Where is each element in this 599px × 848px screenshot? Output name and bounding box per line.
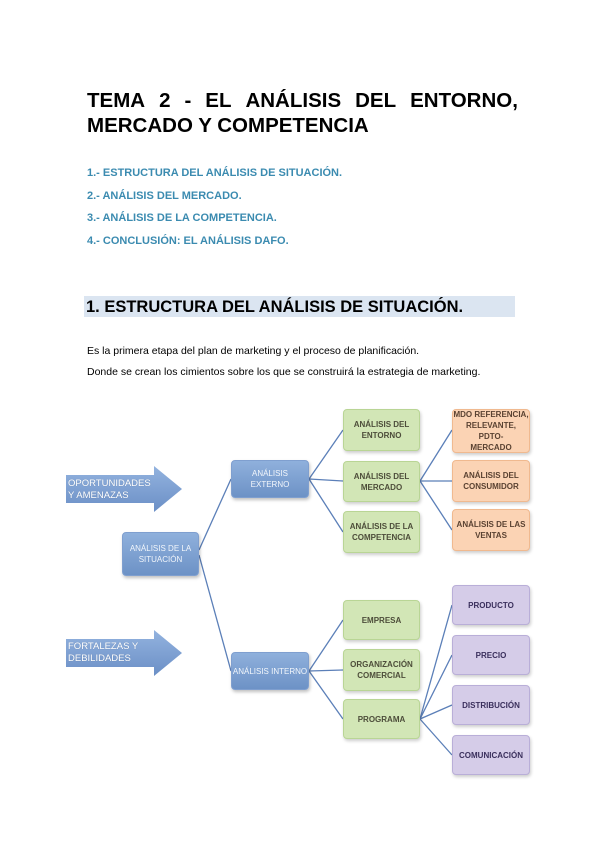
table-of-contents: 1.- ESTRUCTURA DEL ANÁLISIS DE SITUACIÓN… [87, 166, 342, 257]
toc-item[interactable]: 2.- ANÁLISIS DEL MERCADO. [87, 189, 242, 202]
arrow-label-strengths: FORTALEZAS Y DEBILIDADES [68, 641, 138, 665]
node-label: SITUACIÓN [138, 555, 183, 564]
connector-line [308, 429, 344, 480]
node-analisis-consumidor: ANÁLISIS DEL CONSUMIDOR [452, 460, 530, 502]
node-empresa: EMPRESA [343, 600, 420, 640]
arrow-label-opportunities: OPORTUNIDADES Y AMENAZAS [68, 478, 151, 502]
node-label: DISTRIBUCIÓN [462, 700, 520, 710]
connector-line [308, 669, 344, 672]
connector-line [419, 718, 453, 756]
node-label: COMERCIAL [357, 671, 406, 680]
connector-line [419, 429, 453, 482]
connector-line [308, 670, 344, 720]
node-organizacion-comercial: ORGANIZACIÓN COMERCIAL [343, 649, 420, 691]
title-word: - [184, 89, 192, 112]
node-label: ANÁLISIS DEL [463, 471, 519, 480]
toc-item[interactable]: 3.- ANÁLISIS DE LA COMPETENCIA. [87, 212, 277, 225]
node-label: ANÁLISIS INTERNO [232, 666, 308, 676]
node-label: RELEVANTE, PDTO- [465, 421, 517, 441]
connector-line [308, 619, 344, 672]
title-word: TEMA [87, 89, 146, 112]
node-label: ORGANIZACIÓN [350, 660, 413, 669]
paragraph: Es la primera etapa del plan de marketin… [87, 345, 420, 357]
connector-line [198, 554, 232, 672]
connector-line [198, 478, 232, 551]
arrow-right-icon [66, 466, 182, 512]
connector-line [419, 604, 453, 720]
node-label: PRODUCTO [468, 600, 514, 610]
section-heading: 1. ESTRUCTURA DEL ANÁLISIS DE SITUACIÓN. [84, 296, 515, 317]
connector-line [419, 480, 453, 531]
node-distribucion: DISTRIBUCIÓN [452, 685, 530, 725]
node-label: MERCADO [360, 482, 403, 492]
paragraph: Donde se crean los cimientos sobre los q… [87, 366, 481, 378]
node-analisis-mercado: ANÁLISIS DEL MERCADO [343, 461, 420, 502]
node-label: ANÁLISIS DE LAS [456, 520, 526, 529]
node-label: ANÁLISIS DE LA [129, 544, 192, 553]
node-analisis-interno: ANÁLISIS INTERNO [231, 652, 309, 690]
title-line-2: MERCADO Y COMPETENCIA [87, 114, 369, 137]
node-label: ANÁLISIS DEL [353, 471, 410, 481]
title-word: 2 [159, 89, 171, 112]
title-word: DEL [355, 89, 397, 112]
node-mdo-referencia: MDO REFERENCIA, RELEVANTE, PDTO- MERCADO [452, 409, 530, 453]
node-programa: PROGRAMA [343, 699, 420, 739]
arrow-label-line: DEBILIDADES [68, 653, 131, 664]
node-label: EMPRESA [361, 615, 402, 625]
node-label: ANÁLISIS DEL [353, 420, 410, 429]
node-label: MERCADO [470, 443, 512, 452]
connector-line [308, 478, 344, 482]
node-label: VENTAS [475, 531, 507, 540]
node-label: MDO REFERENCIA, [453, 410, 529, 419]
arrow-label-line: FORTALEZAS Y [68, 641, 139, 652]
arrow-label-line: Y AMENAZAS [68, 490, 129, 501]
node-analisis-ventas: ANÁLISIS DE LAS VENTAS [452, 509, 530, 551]
node-precio: PRECIO [452, 635, 530, 675]
connector-line [308, 478, 344, 533]
node-label: COMUNICACIÓN [459, 750, 523, 760]
node-label: PRECIO [475, 650, 507, 660]
node-label: PROGRAMA [357, 714, 406, 724]
node-label: ANÁLISIS DE LA [349, 522, 414, 531]
title-word: ENTORNO, [410, 89, 518, 112]
toc-item[interactable]: 1.- ESTRUCTURA DEL ANÁLISIS DE SITUACIÓN… [87, 167, 343, 179]
arrow-label-line: OPORTUNIDADES [68, 478, 151, 489]
node-analisis-externo: ANÁLISIS EXTERNO [231, 460, 309, 498]
connector-line [419, 654, 453, 720]
page-title: TEMA 2 - EL ANÁLISIS DEL ENTORNO, MERCAD… [87, 88, 518, 138]
node-label: ANÁLISIS EXTERNO [250, 469, 290, 489]
arrow-right-icon [66, 630, 182, 676]
node-producto: PRODUCTO [452, 585, 530, 625]
node-label: CONSUMIDOR [463, 482, 519, 491]
node-comunicacion: COMUNICACIÓN [452, 735, 530, 775]
title-word: EL [205, 89, 232, 112]
node-label: ENTORNO [361, 431, 402, 440]
node-label: COMPETENCIA [351, 533, 412, 542]
node-analisis-competencia: ANÁLISIS DE LA COMPETENCIA [343, 511, 420, 553]
node-analisis-situacion: ANÁLISIS DE LA SITUACIÓN [122, 532, 199, 576]
title-word: ANÁLISIS [245, 89, 342, 112]
title-line-1: TEMA 2 - EL ANÁLISIS DEL ENTORNO, [87, 88, 518, 113]
toc-item[interactable]: 4.- CONCLUSIÓN: EL ANÁLISIS DAFO. [87, 235, 289, 248]
node-analisis-entorno: ANÁLISIS DEL ENTORNO [343, 409, 420, 451]
connector-line [419, 704, 453, 720]
